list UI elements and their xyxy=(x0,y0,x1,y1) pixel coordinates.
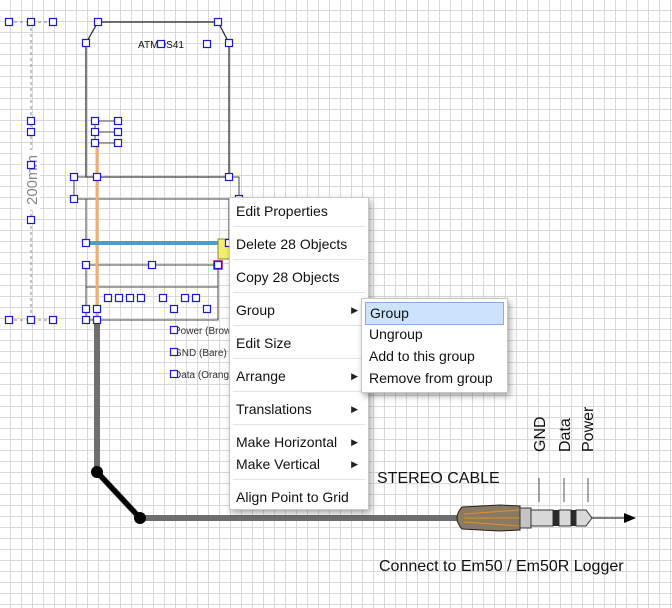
plug-label-data[interactable]: Data xyxy=(557,418,574,452)
stereo-plug[interactable] xyxy=(456,504,593,532)
selection-handle[interactable] xyxy=(4,315,14,325)
menu-item-copy-objects[interactable]: Copy 28 Objects xyxy=(236,269,340,285)
selection-handle[interactable] xyxy=(69,172,79,182)
submenu-arrow-icon: ▶ xyxy=(351,459,358,469)
selection-handle[interactable] xyxy=(202,39,212,49)
menu-item-align-point-to-grid[interactable]: Align Point to Grid xyxy=(236,489,349,505)
menu-item-translations[interactable]: Translations▶ xyxy=(230,398,368,420)
selection-handle[interactable] xyxy=(90,127,100,137)
selection-handle[interactable] xyxy=(26,315,36,325)
selection-handle[interactable] xyxy=(26,17,36,27)
selection-handle[interactable] xyxy=(93,17,103,27)
menu-item-make-vertical[interactable]: Make Vertical▶ xyxy=(230,453,368,475)
dimension-marker[interactable]: 200mm xyxy=(8,21,53,321)
cable-bend-point[interactable] xyxy=(91,466,103,478)
plug-label-gnd[interactable]: GND xyxy=(532,416,549,452)
cable-bend-segment[interactable] xyxy=(95,470,142,520)
selection-handle[interactable] xyxy=(103,293,113,303)
selection-handle[interactable] xyxy=(180,293,190,303)
submenu-arrow-icon: ▶ xyxy=(351,404,358,414)
selection-handles[interactable] xyxy=(4,17,244,379)
selection-handle[interactable] xyxy=(213,260,223,270)
selection-handle[interactable] xyxy=(48,315,58,325)
selection-handle[interactable] xyxy=(26,215,36,225)
selection-handle[interactable] xyxy=(136,293,146,303)
selection-handle[interactable] xyxy=(90,116,100,126)
selection-handle[interactable] xyxy=(113,138,123,148)
selection-handle[interactable] xyxy=(158,293,168,303)
selection-handle[interactable] xyxy=(125,293,135,303)
selection-handle[interactable] xyxy=(48,17,58,27)
menu-item-group[interactable]: Group▶ xyxy=(230,299,368,321)
selection-handle[interactable] xyxy=(69,194,79,204)
menu-item-arrange[interactable]: Arrange▶ xyxy=(230,365,368,387)
selection-handle[interactable] xyxy=(169,304,179,314)
selection-handle[interactable] xyxy=(81,38,91,48)
selection-handle[interactable] xyxy=(224,38,234,48)
cable-bend-point[interactable] xyxy=(134,512,146,524)
selection-handle[interactable] xyxy=(92,315,102,325)
selection-handle[interactable] xyxy=(169,369,179,379)
menu-item-edit-size[interactable]: Edit Size xyxy=(236,335,292,351)
selection-handle[interactable] xyxy=(191,293,201,303)
wire-label-gnd[interactable]: GND (Bare) xyxy=(174,348,227,359)
arrow-head-icon xyxy=(624,513,636,523)
selection-handle[interactable] xyxy=(81,260,91,270)
selection-handle[interactable] xyxy=(90,138,100,148)
group-submenu: Group Ungroup Add to this group Remove f… xyxy=(361,298,508,393)
selection-handle[interactable] xyxy=(81,304,91,314)
submenu-item-group[interactable]: Group xyxy=(365,302,504,325)
submenu-arrow-icon: ▶ xyxy=(351,437,358,447)
selection-handle[interactable] xyxy=(169,325,179,335)
context-menu: Edit Properties Delete 28 Objects Copy 2… xyxy=(229,197,369,510)
selection-handle[interactable] xyxy=(224,172,234,182)
selection-handle[interactable] xyxy=(92,172,102,182)
selection-handle[interactable] xyxy=(213,17,223,27)
menu-item-edit-properties[interactable]: Edit Properties xyxy=(236,203,328,219)
selection-handle[interactable] xyxy=(26,116,36,126)
selection-handle[interactable] xyxy=(26,160,36,170)
menu-item-make-horizontal[interactable]: Make Horizontal▶ xyxy=(230,431,368,453)
submenu-item-ungroup[interactable]: Ungroup xyxy=(369,326,423,342)
selection-handle[interactable] xyxy=(114,293,124,303)
selection-handle[interactable] xyxy=(26,127,36,137)
selection-handle[interactable] xyxy=(113,116,123,126)
submenu-item-remove-from-group[interactable]: Remove from group xyxy=(369,370,493,386)
footer-label[interactable]: Connect to Em50 / Em50R Logger xyxy=(379,558,624,575)
selection-handle[interactable] xyxy=(81,238,91,248)
selection-handle[interactable] xyxy=(202,304,212,314)
menu-item-delete-objects[interactable]: Delete 28 Objects xyxy=(236,236,348,252)
selection-handle[interactable] xyxy=(147,260,157,270)
selection-handle[interactable] xyxy=(81,315,91,325)
selection-handle[interactable] xyxy=(4,17,14,27)
submenu-arrow-icon: ▶ xyxy=(351,371,358,381)
submenu-arrow-icon: ▶ xyxy=(351,305,358,315)
plug-label-power[interactable]: Power xyxy=(580,406,597,452)
selection-handle[interactable] xyxy=(92,304,102,314)
selection-handle[interactable] xyxy=(156,39,166,49)
wire-label-data[interactable]: Data (Orange) xyxy=(174,370,238,381)
selection-handle[interactable] xyxy=(169,347,179,357)
wire-label-power[interactable]: Power (Brown) xyxy=(174,326,240,337)
selection-handle[interactable] xyxy=(113,127,123,137)
sensor-base[interactable] xyxy=(73,176,240,321)
cable-label[interactable]: STEREO CABLE xyxy=(377,470,500,487)
submenu-item-add-to-group[interactable]: Add to this group xyxy=(369,348,475,364)
